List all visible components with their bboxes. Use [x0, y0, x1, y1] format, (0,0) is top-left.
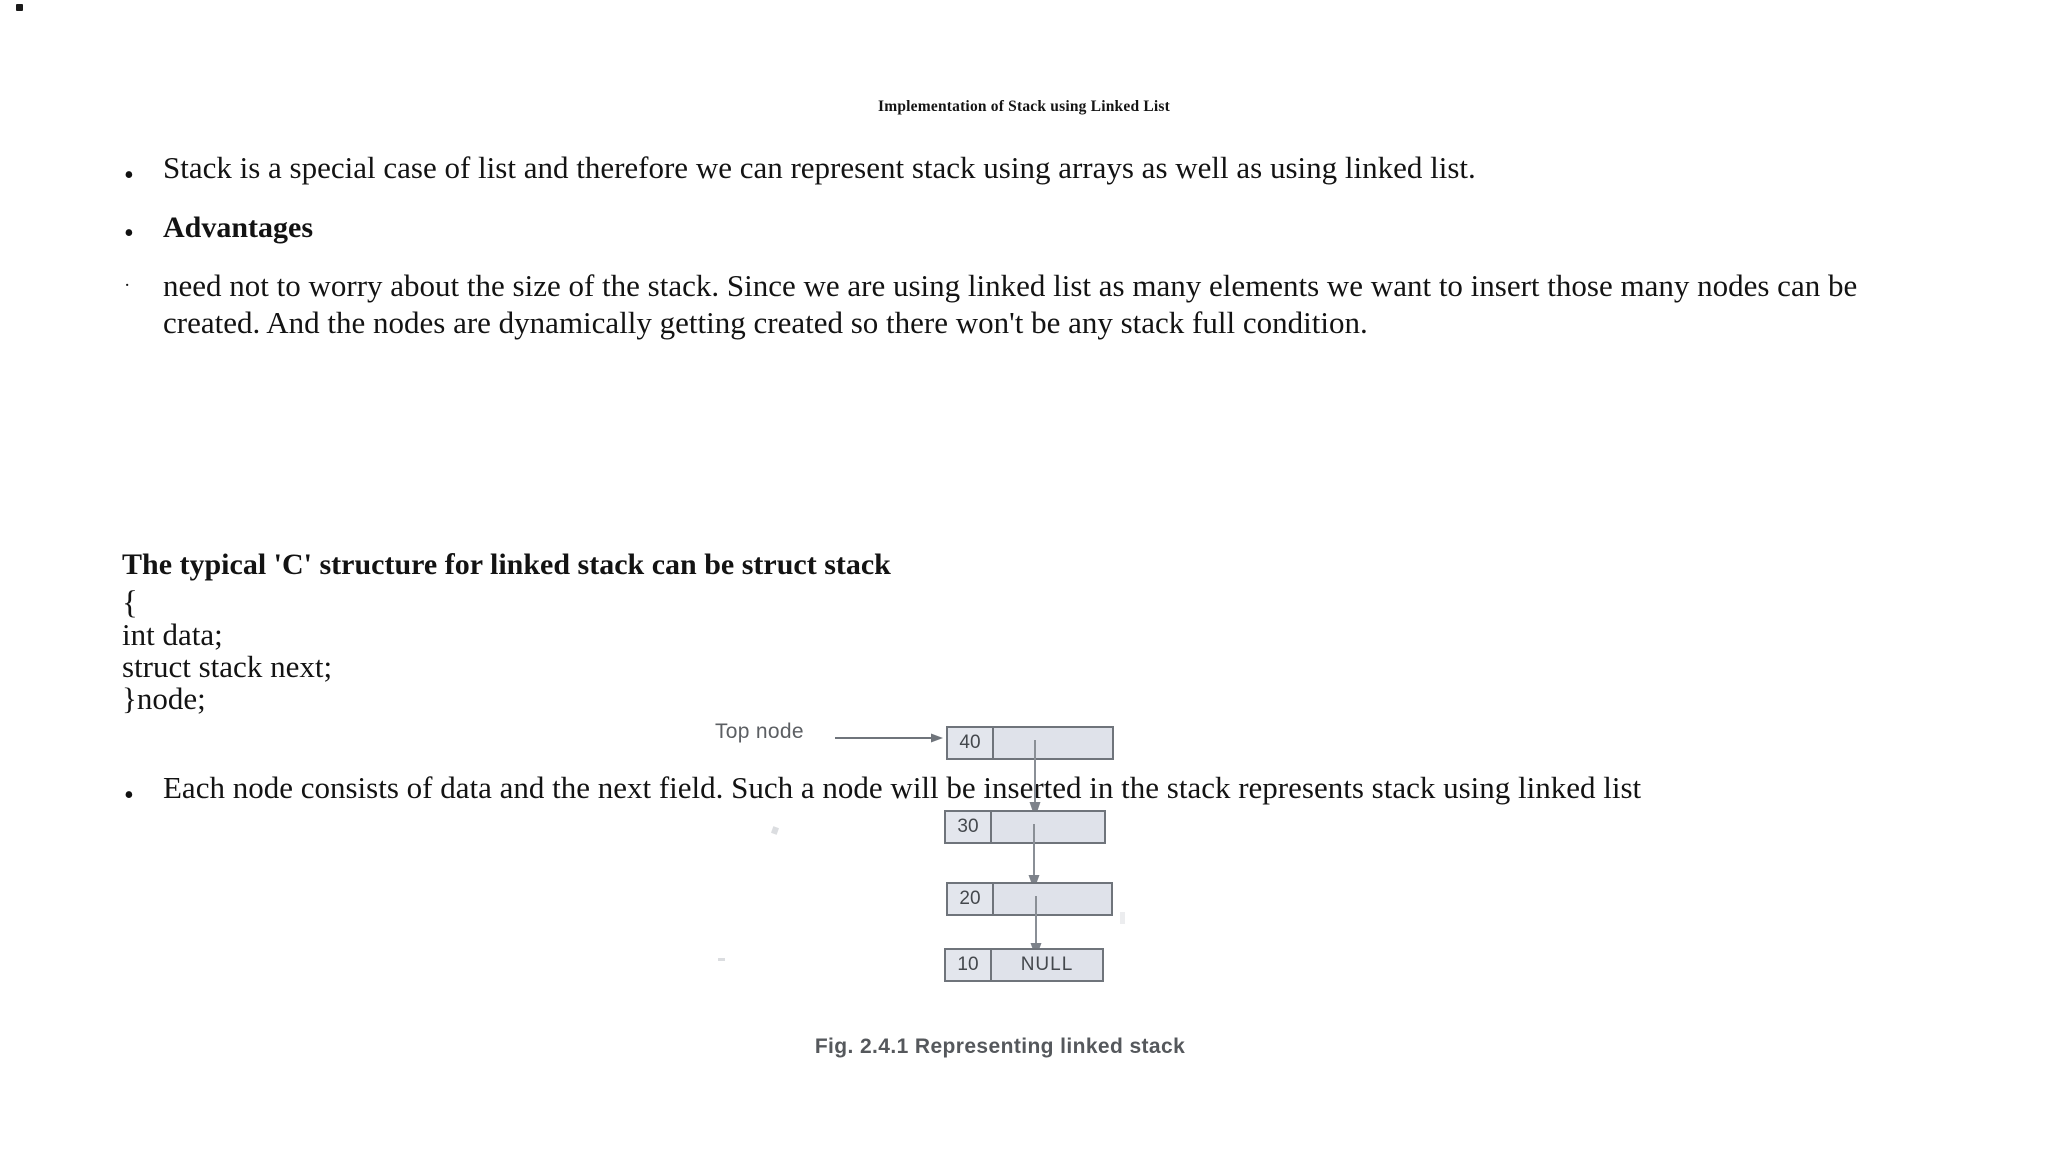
code-line-open-brace: { [122, 584, 138, 621]
bullet-marker-icon: • [124, 160, 134, 191]
bullet-item-node-description: • Each node consists of data and the nex… [0, 770, 1900, 811]
list-node: 40 [946, 726, 1114, 760]
bullet-marker-icon: • [124, 218, 134, 249]
stray-scan-dot [16, 4, 23, 11]
list-node: 20 [946, 882, 1113, 916]
bullet-marker-icon: • [124, 780, 134, 811]
scan-speck [1120, 912, 1125, 924]
bullet-item-advantage-detail: · need not to worry about the size of th… [0, 268, 1870, 341]
node-data-value: 10 [946, 950, 992, 980]
bullet-item-advantages: • Advantages [0, 210, 1900, 249]
scan-speck [718, 958, 725, 961]
bullet-text: need not to worry about the size of the … [163, 268, 1858, 340]
node-next-value [994, 728, 1112, 758]
node-next-value [992, 812, 1104, 842]
node-data-value: 30 [946, 812, 992, 842]
linked-stack-figure: Top node 40 30 20 [690, 700, 1310, 1100]
top-node-pointer-arrow-icon [835, 733, 943, 743]
c-structure-block: The typical 'C' structure for linked sta… [122, 548, 1322, 717]
node-data-value: 20 [948, 884, 994, 914]
node-data-value: 40 [948, 728, 994, 758]
bullet-marker-icon: · [124, 275, 131, 296]
node-link-arrow-icon [1029, 740, 1041, 818]
node-next-value [994, 884, 1111, 914]
node-link-arrow-icon [1028, 824, 1040, 890]
bullet-item-stack-definition: • Stack is a special case of list and th… [0, 150, 1900, 191]
list-node: 30 [944, 810, 1106, 844]
bullet-text: Each node consists of data and the next … [163, 770, 1642, 805]
bullet-text: Advantages [163, 211, 314, 244]
code-line-int-data: int data; [122, 617, 223, 653]
code-line-struct-next: struct stack next; [122, 649, 333, 685]
bullet-text: Stack is a special case of list and ther… [163, 150, 1476, 185]
page-title: Implementation of Stack using Linked Lis… [878, 98, 1170, 115]
top-node-label: Top node [715, 720, 804, 743]
figure-caption: Fig. 2.4.1 Representing linked stack [814, 1035, 1186, 1058]
list-node: 10 NULL [944, 948, 1104, 982]
node-next-value: NULL [1020, 954, 1074, 975]
c-structure-heading: The typical 'C' structure for linked sta… [122, 548, 891, 581]
code-line-close-brace-node: }node; [122, 681, 206, 717]
